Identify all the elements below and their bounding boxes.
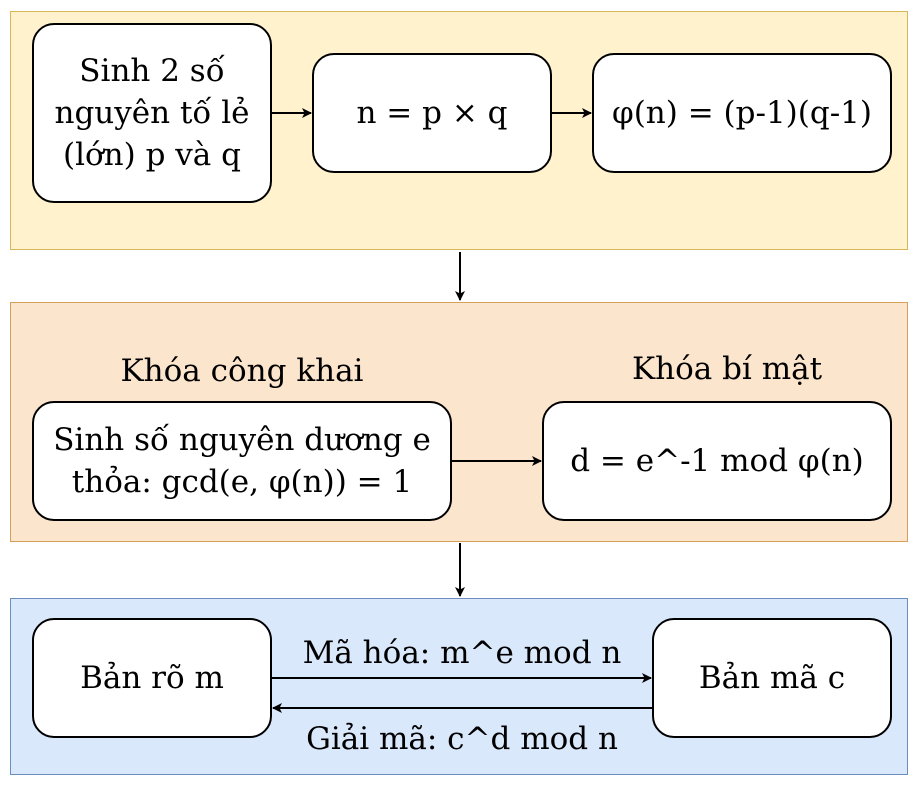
decrypt-label: Giải mã: c^d mod n <box>306 721 618 757</box>
private-key-heading: Khóa bí mật <box>631 351 823 387</box>
plaintext-box: Bản rõ m <box>32 618 272 738</box>
public-key-heading: Khóa công khai <box>120 353 364 389</box>
totient-box: φ(n) = (p-1)(q-1) <box>592 53 892 173</box>
ciphertext-box: Bản mã c <box>652 618 892 738</box>
encrypt-label: Mã hóa: m^e mod n <box>302 635 622 671</box>
modulus-box: n = p × q <box>312 53 552 173</box>
generate-primes-box: Sinh 2 số nguyên tố lẻ (lớn) p và q <box>32 23 272 203</box>
public-exponent-box: Sinh số nguyên dương e thỏa: gcd(e, φ(n)… <box>32 401 452 521</box>
private-exponent-box: d = e^-1 mod φ(n) <box>542 401 892 521</box>
